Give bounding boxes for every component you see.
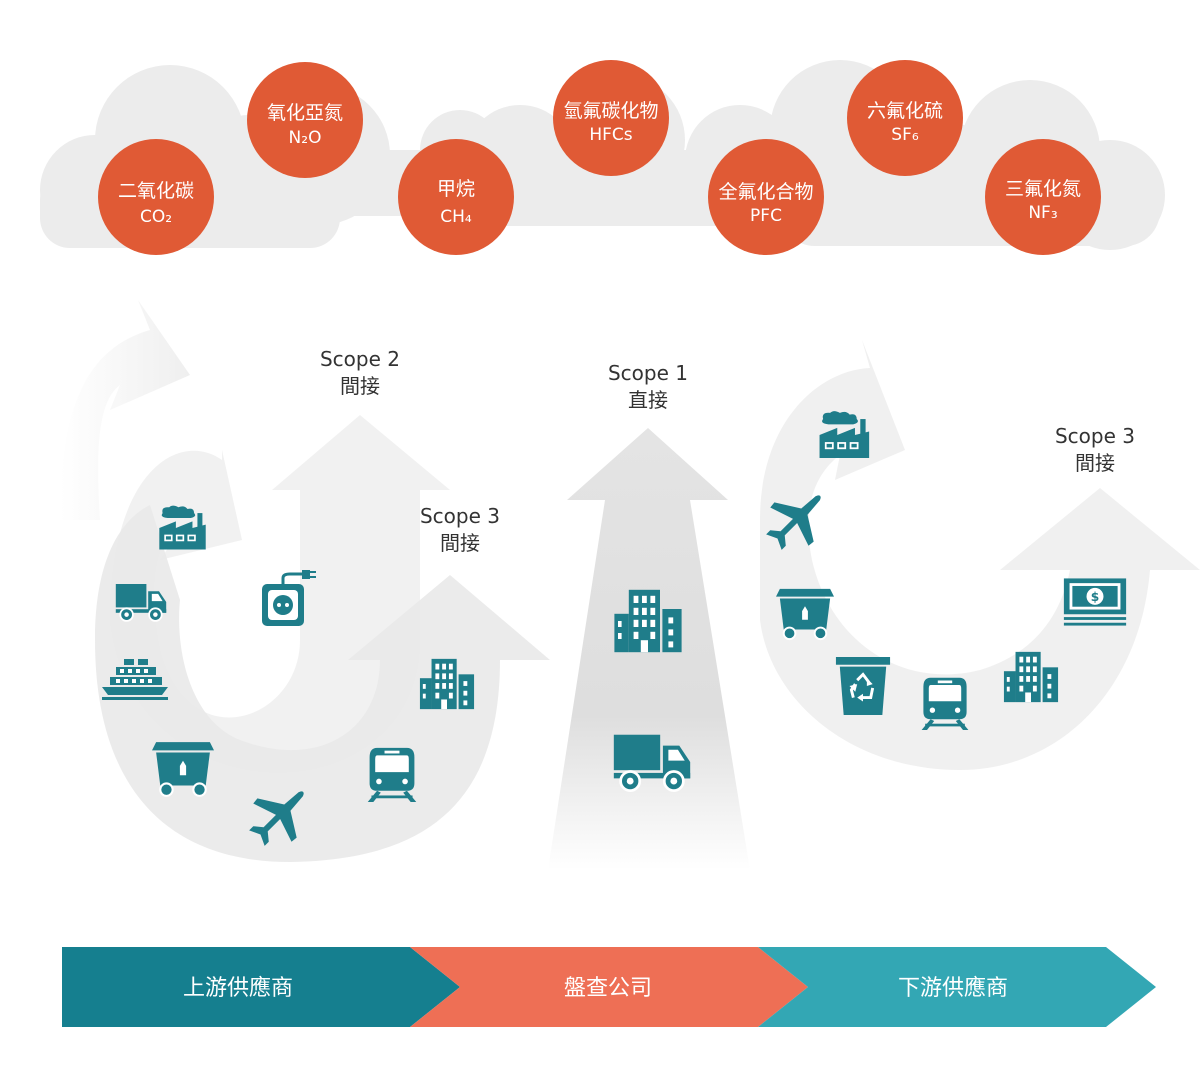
- gas-name: 氧化亞氮: [267, 102, 343, 124]
- gas-formula: N₂O: [289, 128, 322, 148]
- left-background-arrow: [60, 300, 190, 520]
- scope-labels: Scope 2 間接 Scope 3 間接 Scope 1 直接 Scope 3…: [320, 347, 1135, 555]
- scope-title: Scope 2: [320, 347, 400, 371]
- greenhouse-gases: 二氧化碳 CO₂ 氧化亞氮 N₂O 甲烷 CH₄ 氫氟碳化物 HFCs 全氟化合…: [98, 60, 1101, 255]
- gas-name: 氫氟碳化物: [563, 100, 658, 122]
- gas-name: 六氟化硫: [867, 100, 943, 122]
- right-downstream-arrow: [760, 340, 1200, 770]
- company-segment: [410, 947, 808, 1027]
- scope1-label: Scope 1 直接: [608, 361, 688, 412]
- gas-name: 全氟化合物: [718, 181, 813, 203]
- gas-co2: 二氧化碳 CO₂: [98, 139, 214, 255]
- scope-subtitle: 間接: [440, 531, 480, 555]
- downstream-label: 下游供應商: [898, 975, 1008, 1001]
- left-upstream-arrows: [95, 415, 550, 862]
- downstream-segment: [758, 947, 1156, 1027]
- gas-formula: SF₆: [891, 125, 919, 145]
- gas-pfc: 全氟化合物 PFC: [708, 139, 824, 255]
- gas-formula: CO₂: [140, 207, 172, 227]
- value-chain-bar: 上游供應商 盤查公司 下游供應商: [62, 947, 1156, 1027]
- scope-subtitle: 間接: [1075, 451, 1115, 475]
- scope2-label: Scope 2 間接: [320, 347, 400, 398]
- scope-title: Scope 3: [420, 504, 500, 528]
- gas-hfcs: 氫氟碳化物 HFCs: [553, 60, 669, 176]
- gas-formula: HFCs: [589, 125, 632, 145]
- scope3-right-label: Scope 3 間接: [1055, 424, 1135, 475]
- scope-subtitle: 間接: [340, 374, 380, 398]
- gas-sf6: 六氟化硫 SF₆: [847, 60, 963, 176]
- upstream-label: 上游供應商: [183, 975, 293, 1001]
- upstream-segment: [62, 947, 460, 1027]
- gas-name: 二氧化碳: [118, 180, 194, 202]
- scope3-left-label: Scope 3 間接: [420, 504, 500, 555]
- gas-formula: CH₄: [440, 207, 472, 227]
- scope-title: Scope 1: [608, 361, 688, 385]
- scope-title: Scope 3: [1055, 424, 1135, 448]
- gas-formula: NF₃: [1028, 203, 1057, 223]
- gas-n2o: 氧化亞氮 N₂O: [247, 62, 363, 178]
- scope-subtitle: 直接: [628, 388, 668, 412]
- company-label: 盤查公司: [564, 976, 652, 1001]
- gas-name: 甲烷: [437, 178, 475, 200]
- gas-nf3: 三氟化氮 NF₃: [985, 139, 1101, 255]
- gas-formula: PFC: [750, 206, 782, 226]
- money-icon: [1063, 578, 1127, 626]
- gas-name: 三氟化氮: [1005, 178, 1081, 200]
- gas-ch4: 甲烷 CH₄: [398, 139, 514, 255]
